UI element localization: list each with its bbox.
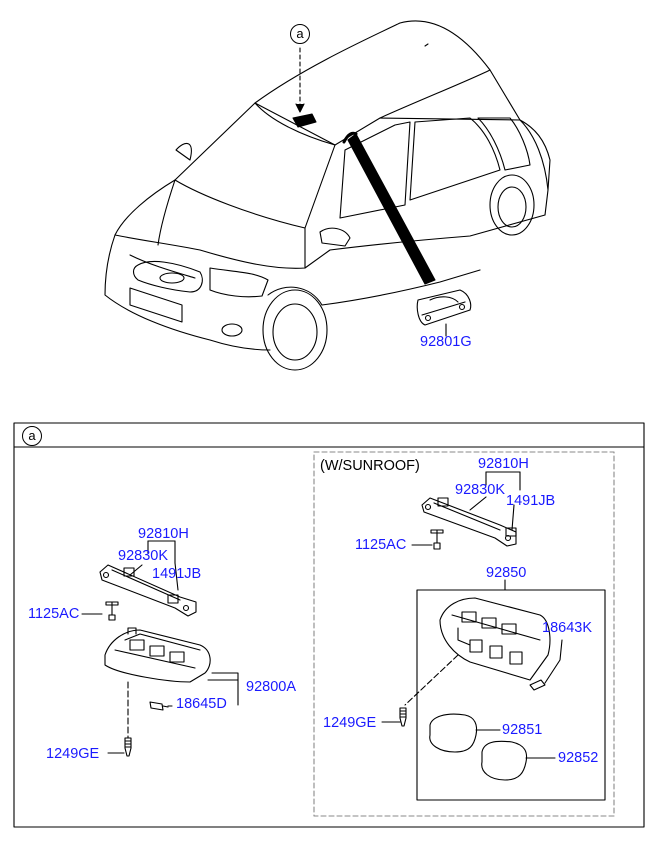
sunroof-dashed-box: [313, 451, 615, 817]
door-lamp-92801G: [416, 289, 472, 334]
left-label-bolt: 1125AC: [28, 606, 80, 622]
section-callout-a: a: [22, 426, 42, 446]
left-label-lamp-assy: 92800A: [246, 679, 296, 695]
left-label-bracket: 92810H: [138, 526, 189, 542]
section-frame: [13, 422, 645, 828]
right-label-nut: 1491JB: [506, 493, 556, 509]
car-illustration: [104, 20, 551, 371]
callout-a-top: a: [290, 24, 310, 44]
left-label-nut: 1491JB: [152, 566, 202, 582]
right-assembly: [381, 471, 563, 781]
right-label-lamp-assy: 92850: [486, 565, 527, 581]
right-label-bracket: 92810H: [478, 456, 529, 472]
left-label-screw: 1249GE: [46, 746, 100, 762]
left-label-bulb: 18645D: [176, 696, 227, 712]
right-label-lens-1: 92851: [502, 722, 543, 738]
sunroof-caption: (W/SUNROOF): [320, 458, 420, 474]
left-label-clip: 92830K: [118, 548, 168, 564]
right-label-clip: 92830K: [455, 482, 505, 498]
right-label-screw: 1249GE: [323, 715, 377, 731]
label-92801G: 92801G: [420, 334, 472, 350]
right-label-bolt: 1125AC: [355, 537, 407, 553]
lamp-92850-box: [416, 589, 606, 801]
right-label-bulb: 18643K: [542, 620, 592, 636]
right-label-lens-2: 92852: [558, 750, 599, 766]
left-assembly: [81, 540, 239, 757]
